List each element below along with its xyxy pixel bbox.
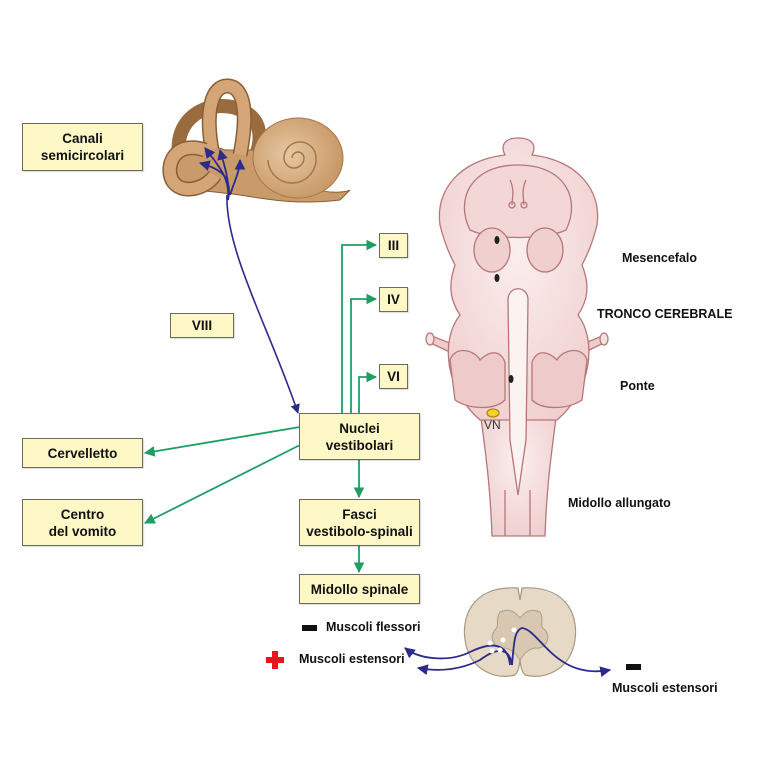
box-canali-line1: Canali [62, 131, 103, 146]
box-canali-line2: semicircolari [40, 148, 125, 163]
minus-sign-icon [302, 625, 317, 631]
arrow-to-iii [341, 239, 378, 413]
box-iii-label: III [387, 238, 400, 253]
arrow-to-iv [350, 293, 378, 413]
box-vi: VI [379, 364, 408, 389]
label-ponte: Ponte [620, 379, 655, 393]
box-iii: III [379, 233, 408, 258]
box-vomito-line1: Centro [60, 506, 105, 522]
box-midollo-spinale: Midollo spinale [299, 574, 420, 604]
box-nuclei-line1: Nuclei [339, 420, 380, 436]
label-vn: VN [484, 418, 501, 432]
arrow-to-vi [358, 371, 378, 413]
box-fasci-line1: Fasci [342, 506, 377, 522]
label-mesencefalo: Mesencefalo [622, 251, 698, 265]
label-muscoli-estensori-right: Muscoli estensori [612, 681, 718, 695]
box-vi-label: VI [387, 369, 400, 384]
plus-sign-icon [266, 651, 284, 669]
arrow-to-vomito [144, 444, 301, 524]
label-midollo-allungato: Midollo allungato [568, 496, 671, 510]
box-midollo-spinale-label: Midollo spinale [310, 581, 409, 597]
box-cervelletto-label: Cervelletto [47, 445, 118, 461]
box-canali-semicircolari: Canali semicircolari [22, 123, 143, 171]
label-muscoli-flessori: Muscoli flessori [326, 620, 421, 634]
viii-nerve-arrow [226, 194, 300, 414]
minus-sign-icon-right [626, 664, 641, 670]
arrow-to-cervelletto [143, 426, 301, 457]
box-iv: IV [379, 287, 408, 312]
brainstem-illustration [425, 137, 609, 537]
vestibular-nucleus-marker [486, 408, 500, 418]
box-viii: VIII [170, 313, 234, 338]
green-arrows [143, 239, 378, 574]
spinal-cord-illustration [404, 587, 612, 678]
box-nuclei-line2: vestibolari [325, 437, 394, 453]
label-muscoli-estensori-left: Muscoli estensori [299, 652, 405, 666]
box-fasci-line2: vestibolo-spinali [306, 523, 413, 539]
inner-ear-illustration [162, 78, 351, 203]
box-iv-label: IV [387, 292, 400, 307]
label-tronco-cerebrale: TRONCO CEREBRALE [597, 307, 733, 321]
box-viii-label: VIII [191, 318, 213, 333]
box-vomito-line2: del vomito [48, 523, 117, 539]
box-cervelletto: Cervelletto [22, 438, 143, 468]
